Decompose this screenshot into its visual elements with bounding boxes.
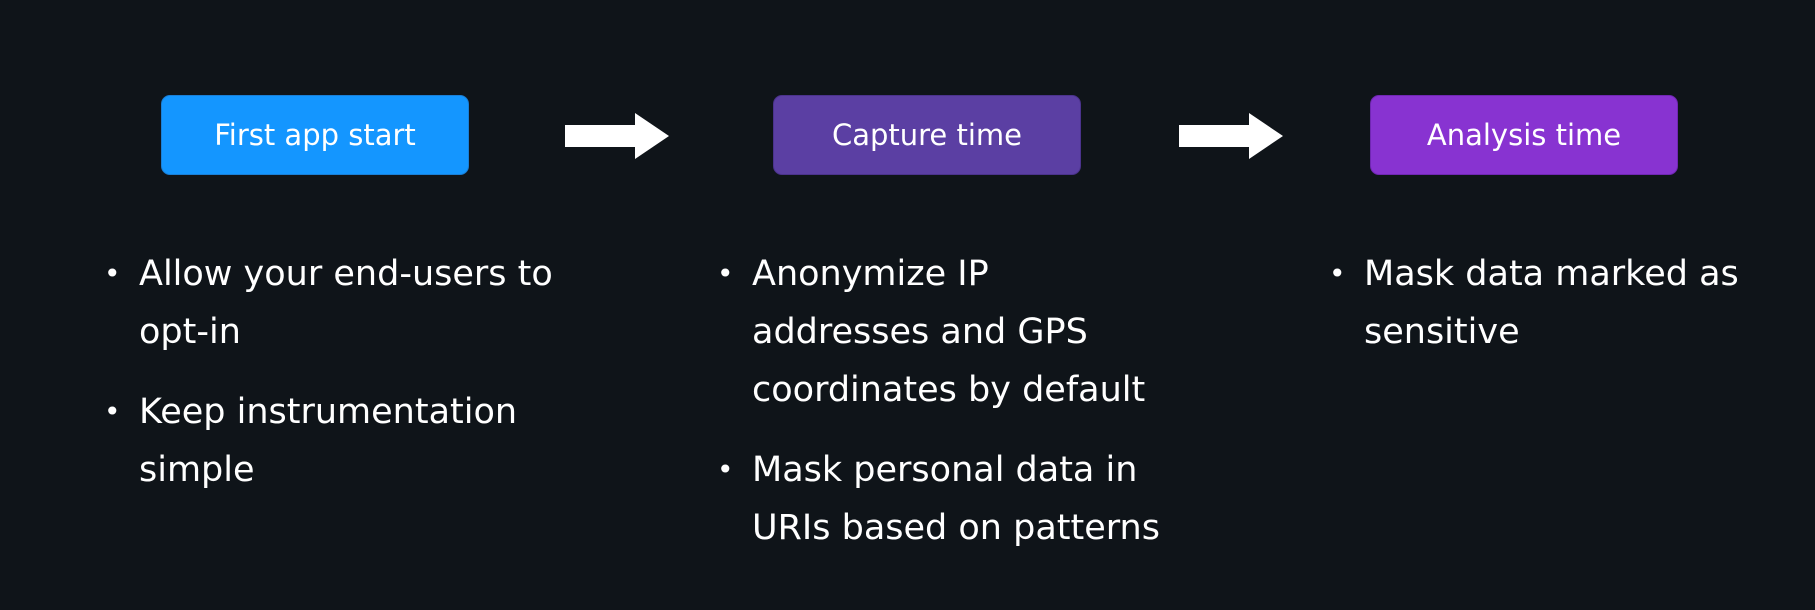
bullet-list-first-app-start: • Allow your end-users to opt-in • Keep … [104,245,564,521]
bullet-icon: • [717,453,734,486]
bullet-icon: • [1329,257,1346,290]
bullet-icon: • [104,395,121,428]
stage-box-analysis-time: Analysis time [1370,95,1678,175]
bullet-list-capture-time: • Anonymize IP addresses and GPS coordin… [717,245,1177,579]
stage-label: Analysis time [1426,118,1622,152]
bullet-list-analysis-time: • Mask data marked as sensitive [1329,245,1789,383]
bullet-text: Keep instrumentation simple [139,392,518,490]
list-item: • Allow your end-users to opt-in [104,245,564,361]
bullet-text: Mask personal data in URIs based on patt… [752,450,1160,548]
bullet-text: Allow your end-users to opt-in [139,254,553,352]
bullet-icon: • [104,257,121,290]
bullet-icon: • [717,257,734,290]
bullet-text: Anonymize IP addresses and GPS coordinat… [752,254,1146,410]
list-item: • Anonymize IP addresses and GPS coordin… [717,245,1177,419]
stage-box-capture-time: Capture time [773,95,1081,175]
right-arrow-icon [1179,113,1283,159]
list-item: • Mask personal data in URIs based on pa… [717,441,1177,557]
stage-label: Capture time [831,118,1023,152]
list-item: • Keep instrumentation simple [104,383,564,499]
bullet-text: Mask data marked as sensitive [1364,254,1739,352]
stage-label: First app start [214,118,416,152]
right-arrow-icon [565,113,669,159]
list-item: • Mask data marked as sensitive [1329,245,1789,361]
stage-box-first-app-start: First app start [161,95,469,175]
